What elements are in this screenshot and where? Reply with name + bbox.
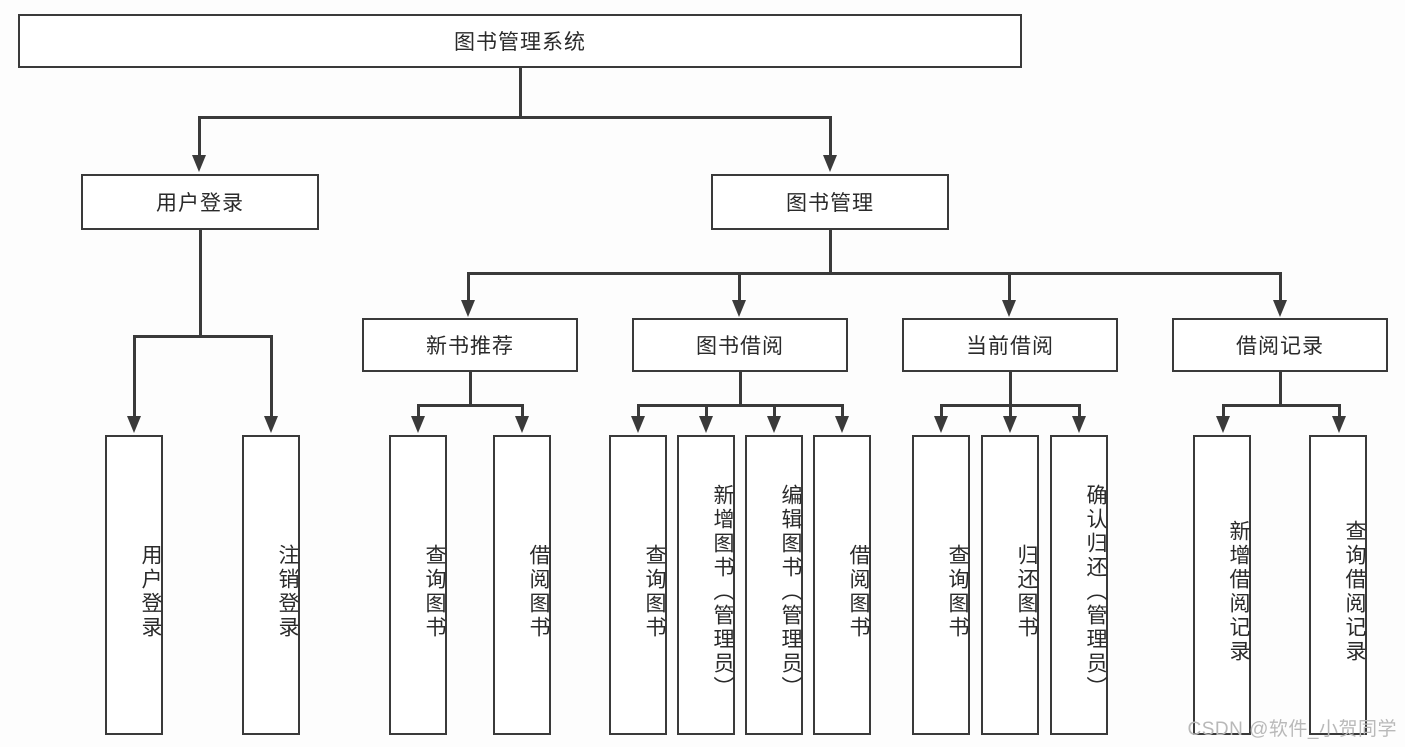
node-current-borrow[interactable]: 当前借阅 — [902, 318, 1118, 372]
node-label: 新增借阅记录 — [1227, 520, 1250, 664]
node-label: 图书借阅 — [696, 335, 784, 358]
arrowhead-br-leaf-1 — [1216, 416, 1230, 433]
connector-new-book-stem — [469, 372, 472, 404]
connector-bb-to-leaf-4 — [841, 404, 844, 418]
node-label: 新增图书（管理员） — [711, 484, 734, 700]
connector-book-borrow-bus — [637, 404, 843, 407]
arrowhead-bb-leaf-3 — [767, 416, 781, 433]
arrowhead-nb-leaf-1 — [411, 416, 425, 433]
node-label: 查询借阅记录 — [1343, 520, 1366, 664]
node-label: 图书管理系统 — [454, 31, 586, 54]
connector-root-to-user-login — [198, 116, 201, 158]
node-label: 确认归还（管理员） — [1084, 484, 1107, 700]
node-book-borrow[interactable]: 图书借阅 — [632, 318, 848, 372]
leaf-borrow-record-add-record[interactable]: 新增借阅记录 — [1193, 435, 1251, 735]
node-label: 注销登录 — [276, 544, 299, 640]
arrowhead-bm-current-borrow — [1002, 300, 1016, 317]
arrowhead-bm-book-borrow — [732, 300, 746, 317]
node-user-login[interactable]: 用户登录 — [81, 174, 319, 230]
connector-root-to-book-management — [829, 116, 832, 158]
connector-borrow-record-bus — [1222, 404, 1340, 407]
leaf-book-borrow-borrow-book[interactable]: 借阅图书 — [813, 435, 871, 735]
arrowhead-nb-leaf-2 — [515, 416, 529, 433]
leaf-user-login-logout[interactable]: 注销登录 — [242, 435, 300, 735]
connector-br-to-leaf-1 — [1222, 404, 1225, 418]
arrowhead-cb-leaf-3 — [1072, 416, 1086, 433]
connector-book-management-stem — [829, 230, 832, 272]
arrowhead-bm-new-book — [461, 300, 475, 317]
connector-bm-to-new-book — [467, 272, 470, 302]
connector-user-login-stem — [199, 230, 202, 335]
node-label: 用户登录 — [156, 192, 244, 215]
node-book-management[interactable]: 图书管理 — [711, 174, 949, 230]
node-label: 用户登录 — [139, 544, 162, 640]
arrowhead-bb-leaf-2 — [699, 416, 713, 433]
node-new-book-recommend[interactable]: 新书推荐 — [362, 318, 578, 372]
node-label: 图书管理 — [786, 192, 874, 215]
connector-root-stem — [519, 68, 522, 116]
arrowhead-bm-borrow-record — [1273, 300, 1287, 317]
node-label: 查询图书 — [643, 544, 666, 640]
connector-borrow-record-stem — [1279, 372, 1282, 404]
leaf-book-borrow-query-book[interactable]: 查询图书 — [609, 435, 667, 735]
node-borrow-record[interactable]: 借阅记录 — [1172, 318, 1388, 372]
connector-user-login-to-leaf-1 — [133, 335, 136, 418]
arrowhead-br-leaf-2 — [1332, 416, 1346, 433]
connector-bb-to-leaf-1 — [637, 404, 640, 418]
connector-cb-to-leaf-2 — [1009, 404, 1012, 418]
leaf-borrow-record-query-record[interactable]: 查询借阅记录 — [1309, 435, 1367, 735]
connector-nb-to-leaf-1 — [417, 404, 420, 418]
connector-bm-to-borrow-record — [1279, 272, 1282, 302]
connector-bm-to-book-borrow — [738, 272, 741, 302]
arrowhead-user-login-leaf-1 — [127, 416, 141, 433]
leaf-current-borrow-return-book[interactable]: 归还图书 — [981, 435, 1039, 735]
leaf-current-borrow-query-book[interactable]: 查询图书 — [912, 435, 970, 735]
node-label: 查询图书 — [423, 544, 446, 640]
connector-book-management-bus — [467, 272, 1279, 275]
connector-new-book-bus — [417, 404, 522, 407]
leaf-new-book-query-book[interactable]: 查询图书 — [389, 435, 447, 735]
node-label: 当前借阅 — [966, 335, 1054, 358]
connector-cb-to-leaf-3 — [1078, 404, 1081, 418]
arrowhead-cb-leaf-1 — [934, 416, 948, 433]
arrowhead-bb-leaf-4 — [835, 416, 849, 433]
node-label: 借阅图书 — [527, 544, 550, 640]
node-label: 查询图书 — [946, 544, 969, 640]
connector-user-login-to-leaf-2 — [270, 335, 273, 418]
connector-bb-to-leaf-3 — [773, 404, 776, 418]
connector-current-borrow-stem — [1009, 372, 1012, 404]
connector-book-borrow-stem — [739, 372, 742, 404]
connector-nb-to-leaf-2 — [521, 404, 524, 418]
arrowhead-root-to-user-login — [192, 155, 206, 172]
connector-user-login-bus — [133, 335, 271, 338]
arrowhead-bb-leaf-1 — [631, 416, 645, 433]
leaf-current-borrow-confirm-return[interactable]: 确认归还（管理员） — [1050, 435, 1108, 735]
node-label: 新书推荐 — [426, 335, 514, 358]
node-label: 借阅图书 — [847, 544, 870, 640]
leaf-user-login-login[interactable]: 用户登录 — [105, 435, 163, 735]
node-label: 借阅记录 — [1236, 335, 1324, 358]
arrowhead-cb-leaf-2 — [1003, 416, 1017, 433]
connector-bb-to-leaf-2 — [705, 404, 708, 418]
leaf-book-borrow-edit-book[interactable]: 编辑图书（管理员） — [745, 435, 803, 735]
connector-bm-to-current-borrow — [1008, 272, 1011, 302]
leaf-new-book-borrow-book[interactable]: 借阅图书 — [493, 435, 551, 735]
node-label: 编辑图书（管理员） — [779, 484, 802, 700]
arrowhead-user-login-leaf-2 — [264, 416, 278, 433]
node-book-management-system[interactable]: 图书管理系统 — [18, 14, 1022, 68]
arrowhead-root-to-book-management — [823, 155, 837, 172]
connector-root-bus — [198, 116, 830, 119]
leaf-book-borrow-add-book[interactable]: 新增图书（管理员） — [677, 435, 735, 735]
connector-br-to-leaf-2 — [1338, 404, 1341, 418]
connector-cb-to-leaf-1 — [940, 404, 943, 418]
node-label: 归还图书 — [1015, 544, 1038, 640]
